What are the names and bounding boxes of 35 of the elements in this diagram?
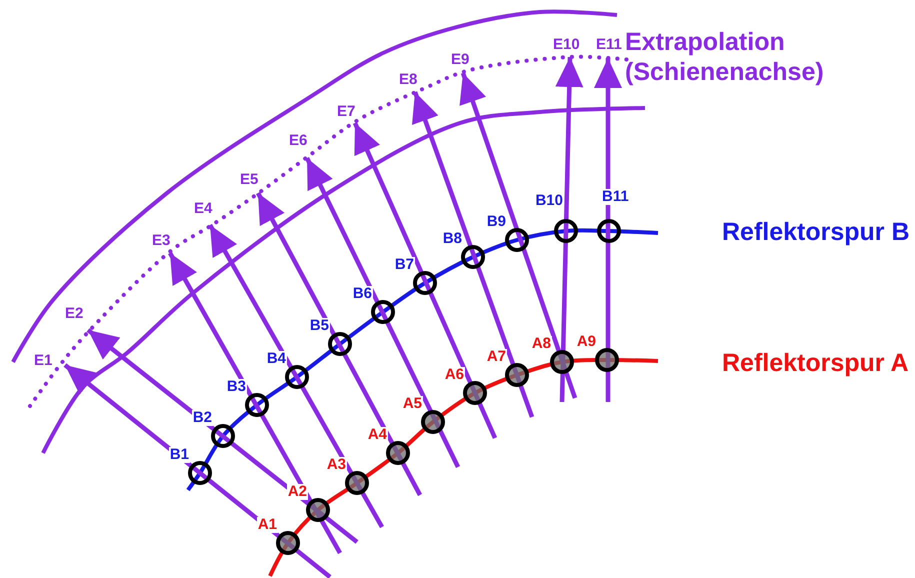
- point-label: A4: [366, 427, 388, 443]
- track-label: Reflektorspur A: [722, 348, 910, 378]
- arrow: [208, 224, 384, 528]
- point-label: E3: [152, 233, 170, 249]
- point-label: E11: [596, 37, 622, 53]
- point-label: B2: [192, 410, 213, 426]
- point-label: A3: [326, 457, 347, 473]
- arrow: [412, 91, 534, 418]
- point-label: E1: [34, 353, 52, 369]
- track-label: Extrapolation (Schienenachse): [625, 27, 825, 87]
- arrow: [168, 252, 342, 554]
- point-label: E6: [289, 133, 308, 149]
- arrow: [256, 192, 422, 496]
- arrow: [304, 157, 460, 468]
- point-label: E9: [451, 52, 470, 68]
- arrow: [86, 328, 358, 544]
- arrow: [555, 56, 584, 402]
- point-label: E5: [240, 172, 258, 188]
- point-label: A2: [286, 484, 308, 500]
- point-label: E2: [65, 306, 84, 322]
- arrow: [352, 122, 498, 439]
- arrow: [594, 58, 622, 402]
- arrow: [64, 363, 332, 578]
- point-label: B1: [168, 447, 190, 463]
- track-label: Reflektorspur B: [722, 217, 911, 247]
- point-label: E4: [194, 201, 212, 217]
- point-label: B5: [308, 318, 330, 334]
- point-label: E7: [337, 104, 356, 120]
- point-label: E8: [399, 72, 418, 88]
- point-label: A1: [256, 517, 278, 533]
- point-label: B4: [266, 351, 287, 367]
- point-label: B3: [226, 379, 247, 395]
- point-label: E10: [553, 37, 580, 53]
- arrow: [460, 72, 578, 399]
- point-label: B11: [601, 189, 630, 205]
